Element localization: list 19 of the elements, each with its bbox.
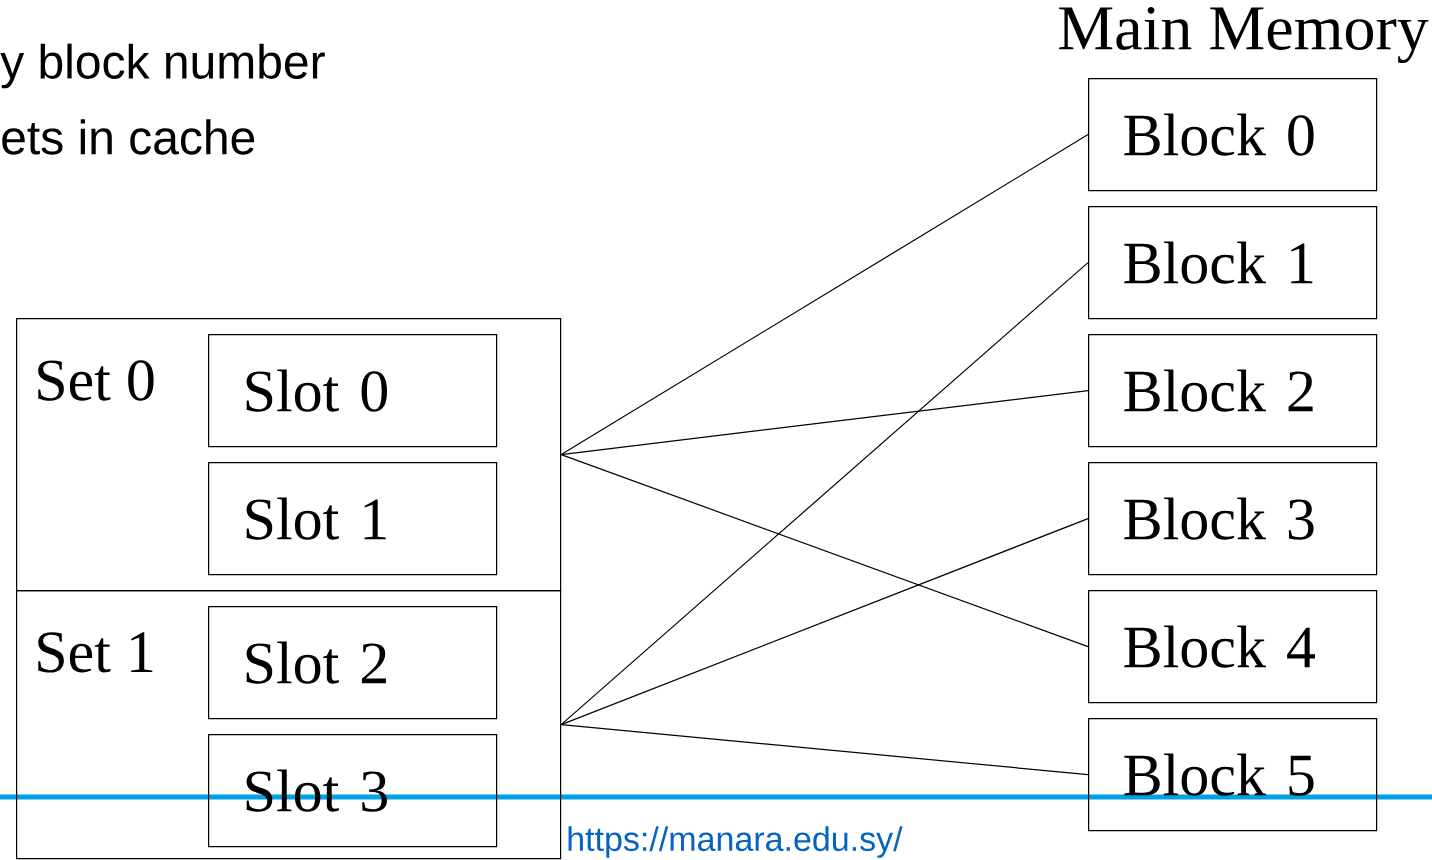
block-box: Block 2	[1088, 334, 1378, 448]
connector-line	[560, 262, 1089, 726]
slot-box: Slot 1	[208, 462, 498, 576]
slot-box: Slot 2	[208, 606, 498, 720]
connector-line	[560, 454, 1089, 648]
slot-box: Slot 0	[208, 334, 498, 448]
block-box: Block 4	[1088, 590, 1378, 704]
heading: Main Memory	[1059, 6, 1429, 64]
connector-line	[560, 134, 1089, 456]
web-address: https://manara.edu.sy/	[568, 826, 903, 858]
connector-line	[560, 518, 1089, 726]
block-box: Block 3	[1088, 462, 1378, 576]
top-text: y block number	[0, 43, 325, 89]
block-box: Block 1	[1088, 206, 1378, 320]
connector-line	[560, 390, 1089, 456]
block-box: Block 0	[1088, 78, 1378, 192]
connector-line	[560, 724, 1089, 776]
block-box: Block 5	[1088, 718, 1378, 832]
top-text: ets in cache	[2, 119, 255, 155]
